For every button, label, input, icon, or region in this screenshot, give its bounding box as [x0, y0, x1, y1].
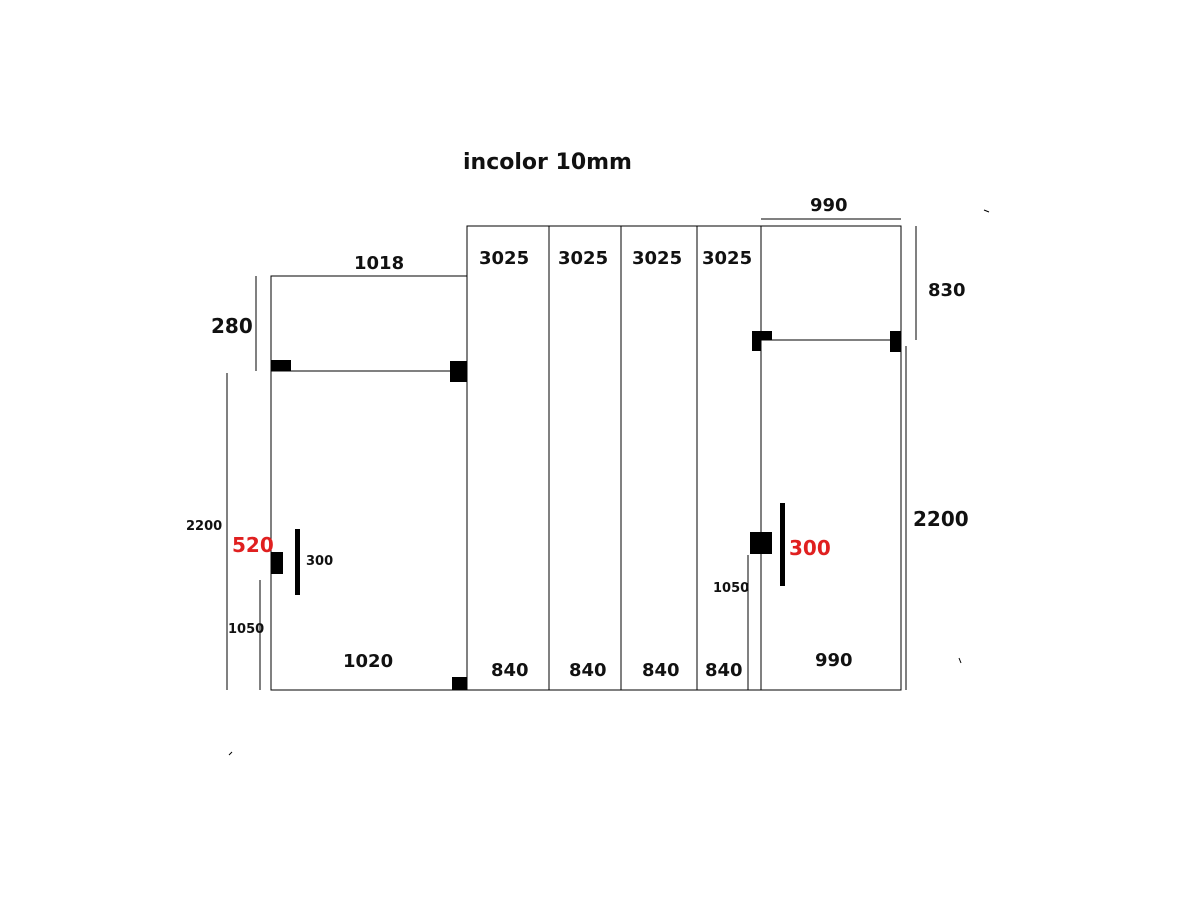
right-top-width-label: 990 — [810, 195, 848, 216]
left-handle-offset-label: 520 — [232, 533, 274, 557]
right-transom-height-label: 830 — [928, 280, 966, 301]
right-door-frame — [760, 225, 902, 691]
panel-1-height-label: 3025 — [479, 248, 530, 269]
left-handle-bar — [295, 529, 300, 595]
middle-panels-frame — [466, 225, 762, 691]
panel-1-width-label: 840 — [491, 660, 529, 681]
left-door-frame — [270, 275, 468, 691]
right-door-height-label: 2200 — [913, 507, 969, 531]
panel-2-height-label: 3025 — [558, 248, 609, 269]
left-door-height-label: 2200 — [186, 519, 223, 534]
left-floor-height-label: 1050 — [228, 622, 265, 637]
stray-mark-2 — [958, 657, 962, 664]
right-floor-height-label: 1050 — [713, 581, 750, 596]
right-handle-patch — [750, 532, 772, 554]
left-handle-patch — [271, 552, 283, 574]
right-handle-length-label: 300 — [789, 536, 831, 560]
panel-3-width-label: 840 — [642, 660, 680, 681]
left-top-width-label: 1018 — [354, 253, 405, 274]
right-bottom-width-label: 990 — [815, 650, 853, 671]
left-top-hinge — [271, 360, 291, 371]
stray-mark-3 — [228, 751, 233, 756]
left-top-right-patch — [450, 361, 467, 382]
panel-4-height-label: 3025 — [702, 248, 753, 269]
left-handle-length-label: 300 — [306, 554, 334, 569]
left-transom-height-label: 280 — [211, 314, 253, 338]
right-top-right-patch — [890, 331, 901, 352]
right-top-left-patch — [752, 331, 772, 340]
left-bottom-width-label: 1020 — [343, 651, 394, 672]
panel-2-width-label: 840 — [569, 660, 607, 681]
right-handle-bar — [780, 503, 785, 586]
stray-mark-1 — [983, 209, 990, 213]
left-bottom-patch — [452, 677, 467, 690]
right-top-left-patch-2 — [752, 331, 761, 351]
panel-3-height-label: 3025 — [632, 248, 683, 269]
page-title: incolor 10mm — [463, 150, 632, 175]
panel-4-width-label: 840 — [705, 660, 743, 681]
